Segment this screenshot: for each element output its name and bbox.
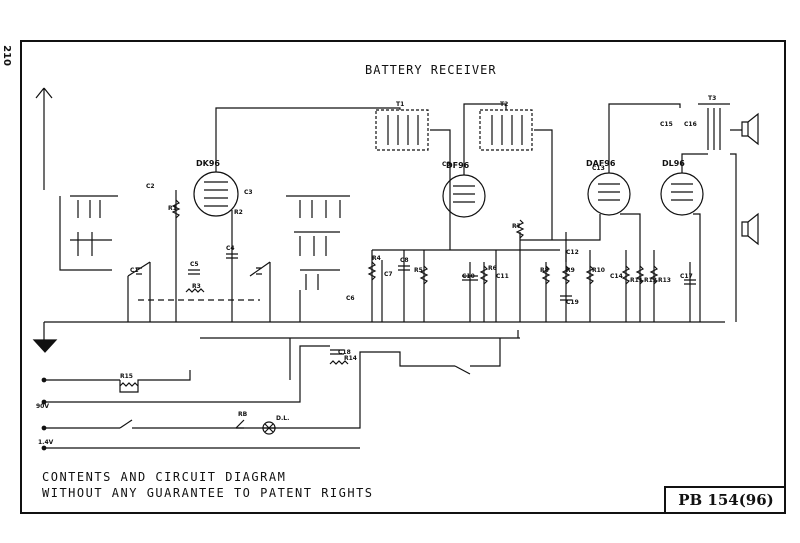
label-c5: C5 [190, 261, 199, 268]
resistor-r12 [635, 265, 645, 285]
label-r3: R3 [192, 283, 201, 290]
label-r4: R4 [372, 255, 381, 262]
label-90v: 90V [36, 403, 49, 410]
switch-wave [454, 338, 501, 375]
oscillator-coil [70, 195, 118, 218]
tube-label-dl96: DL96 [662, 159, 685, 168]
label-c2: C2 [146, 183, 155, 190]
footnote-line-1: CONTENTS AND CIRCUIT DIAGRAM [42, 470, 287, 484]
label-r10: R10 [592, 267, 605, 274]
resistor-r11 [621, 265, 631, 285]
label-c6: C6 [346, 295, 355, 302]
reference-plate: PB 154(96) [664, 486, 786, 514]
transformer-t3 [698, 103, 730, 150]
label-r2: R2 [234, 209, 243, 216]
label-c13: C13 [592, 165, 605, 172]
tube-label-df96: DF96 [446, 161, 470, 170]
tuning-capacitor-c1 [127, 261, 151, 277]
resistor-r9 [561, 265, 571, 285]
resistor-r8 [541, 265, 551, 285]
label-c18: C18 [338, 349, 351, 356]
label-c14: C14 [610, 273, 623, 280]
label-r5: R5 [414, 267, 423, 274]
label-r14: R14 [344, 355, 357, 362]
tube-dl96 [660, 172, 704, 216]
tube-label-dk96: DK96 [196, 159, 220, 168]
label-r6: R6 [488, 265, 497, 272]
label-t2: T2 [500, 101, 508, 108]
earth-symbol [32, 339, 58, 353]
switch-rb [235, 419, 245, 429]
speaker-symbol [741, 112, 759, 146]
transformer-t1 [375, 109, 429, 151]
label-c16: C16 [684, 121, 697, 128]
label-r15: R15 [120, 373, 133, 380]
footnote: CONTENTS AND CIRCUIT DIAGRAM WITHOUT ANY… [42, 469, 374, 501]
label-c1: C1 [130, 267, 139, 274]
resistor-r5 [419, 265, 429, 285]
resistor-r3 [185, 288, 205, 293]
label-c9: C9 [442, 161, 451, 168]
tube-daf96 [587, 172, 631, 216]
label-c12: C12 [566, 249, 579, 256]
ht-rail [200, 330, 520, 380]
label-c17: C17 [680, 273, 693, 280]
tube-dk96 [193, 171, 239, 217]
resistor-r6 [479, 265, 489, 285]
switch-on-off [119, 419, 133, 429]
label-r13: R13 [658, 277, 671, 284]
resistor-r4 [367, 261, 377, 281]
label-c3: C3 [244, 189, 253, 196]
footnote-line-2: WITHOUT ANY GUARANTEE TO PATENT RIGHTS [42, 486, 374, 500]
label-r12: R12 [644, 277, 657, 284]
label-c19: C19 [566, 299, 579, 306]
label-dl: D.L. [276, 415, 289, 422]
diagram-frame [20, 40, 786, 514]
resistor-r13 [649, 265, 659, 285]
diagram-title: BATTERY RECEIVER [365, 63, 497, 77]
label-t1: T1 [396, 101, 404, 108]
resistor-r14 [329, 360, 349, 365]
tube-label-daf96: DAF96 [586, 159, 616, 168]
resistor-r15 [119, 382, 139, 387]
label-r8: R8 [540, 267, 549, 274]
resistor-r10 [585, 265, 595, 285]
resistor-r1 [171, 199, 181, 219]
antenna-symbol [35, 87, 53, 190]
label-rb: RB [238, 411, 248, 418]
resistor-r7 [515, 219, 525, 239]
transformer-t2 [479, 109, 533, 151]
label-c11: C11 [496, 273, 509, 280]
label-c15: C15 [660, 121, 673, 128]
label-r9: R9 [566, 267, 575, 274]
dial-lamp [262, 421, 276, 435]
label-c7: C7 [384, 271, 393, 278]
label-r7: R7 [512, 223, 521, 230]
ext-speaker-symbol [741, 212, 759, 246]
tube-df96 [442, 174, 486, 218]
label-1-4v: 1.4V [38, 439, 54, 446]
label-c8: C8 [400, 257, 409, 264]
label-r11: R11 [630, 277, 643, 284]
label-c4: C4 [226, 245, 235, 252]
label-r1: R1 [168, 205, 177, 212]
label-t3: T3 [708, 95, 716, 102]
label-c10: C10 [462, 273, 475, 280]
